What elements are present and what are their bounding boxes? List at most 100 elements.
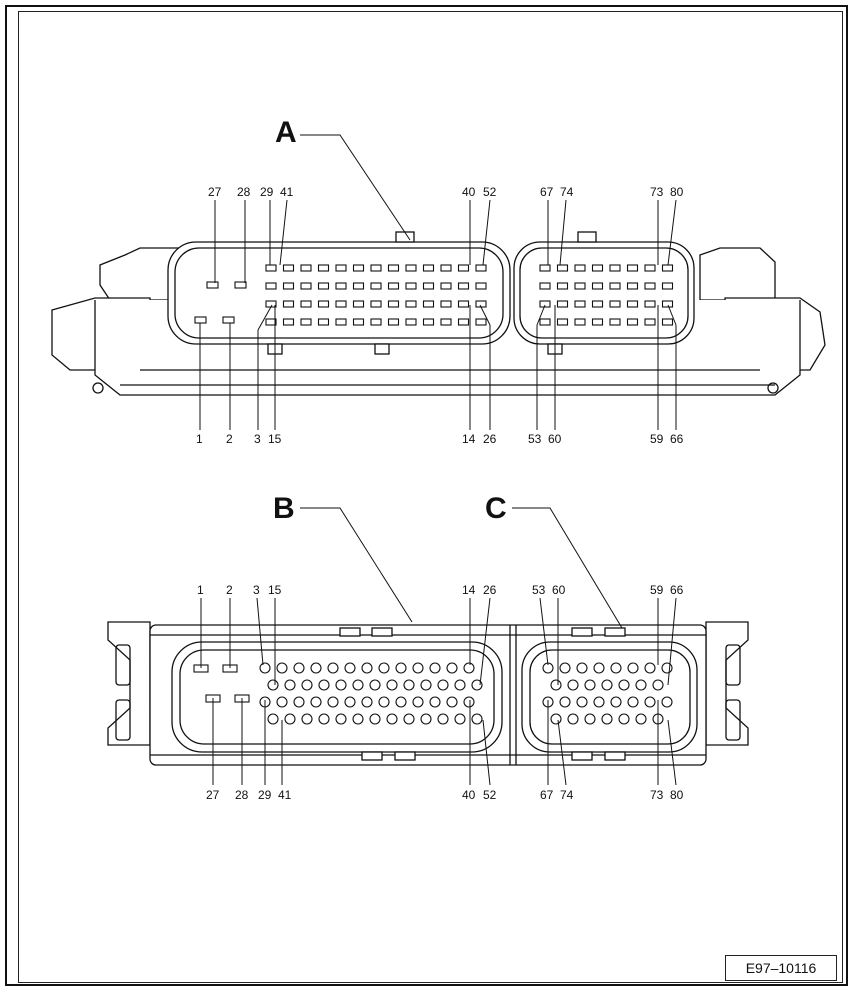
pin-cavity bbox=[644, 300, 656, 308]
label-c: C bbox=[485, 492, 507, 525]
pin-cavity bbox=[559, 662, 571, 674]
pin-cavity bbox=[437, 679, 449, 691]
pin-cavity bbox=[559, 696, 571, 708]
pin-label: 40 bbox=[462, 185, 476, 199]
pin-cavity bbox=[300, 318, 312, 326]
pin-cavity bbox=[352, 679, 364, 691]
pin-cavity bbox=[282, 300, 295, 308]
pin-cavity bbox=[574, 282, 586, 290]
pin-cavity bbox=[405, 318, 417, 326]
pin-label: 14 bbox=[462, 583, 476, 597]
pin-cavity bbox=[318, 713, 330, 725]
pin-label: 28 bbox=[237, 185, 251, 199]
pin-labels-view-a-top: 27 28 29 41 40 52 67 74 73 80 bbox=[208, 185, 684, 199]
pin-cavity bbox=[301, 679, 313, 691]
pin-cavity bbox=[591, 300, 604, 308]
pin-label: 29 bbox=[258, 788, 272, 802]
pin-cavity bbox=[556, 282, 569, 290]
pin-cavity bbox=[550, 679, 562, 691]
pin-cavity bbox=[437, 713, 449, 725]
pin-cavity bbox=[635, 713, 647, 725]
pin-cavity bbox=[567, 713, 579, 725]
pin-cavity bbox=[284, 679, 296, 691]
pin-cavity bbox=[584, 713, 596, 725]
pins-view-a bbox=[194, 264, 674, 326]
leaders-view-bc bbox=[200, 507, 677, 786]
pin-cavity bbox=[591, 264, 604, 272]
pin-cavity bbox=[327, 662, 339, 674]
pin-cavity bbox=[661, 696, 673, 708]
outer-frame bbox=[5, 5, 848, 986]
pin-label: 60 bbox=[552, 583, 566, 597]
figure-id-box: E97–10116 bbox=[725, 955, 837, 981]
pin-cavity bbox=[361, 696, 373, 708]
leaders-view-a bbox=[199, 134, 677, 430]
pin-label: 80 bbox=[670, 185, 684, 199]
pin-label: 74 bbox=[560, 185, 574, 199]
pin-label: 67 bbox=[540, 788, 554, 802]
pin-cavity bbox=[626, 264, 639, 272]
pin-cavity bbox=[661, 264, 674, 272]
pin-cavity bbox=[317, 282, 330, 290]
pin-cavity bbox=[593, 696, 605, 708]
pin-cavity bbox=[627, 696, 639, 708]
pin-label: 73 bbox=[650, 788, 664, 802]
pin-label: 27 bbox=[208, 185, 222, 199]
pin-cavity bbox=[194, 316, 207, 324]
pin-cavity bbox=[457, 318, 470, 326]
pin-label: 40 bbox=[462, 788, 476, 802]
pin-cavity bbox=[627, 662, 639, 674]
pin-cavity bbox=[267, 713, 279, 725]
pin-cavity bbox=[644, 282, 656, 290]
pin-cavity bbox=[403, 679, 415, 691]
pin-cavity bbox=[335, 300, 347, 308]
pin-cavity bbox=[475, 282, 487, 290]
pin-cavity bbox=[475, 318, 487, 326]
pin-label: 41 bbox=[278, 788, 292, 802]
pin-cavity bbox=[440, 318, 452, 326]
pin-cavity bbox=[556, 264, 569, 272]
pin-cavity bbox=[539, 300, 551, 308]
pin-cavity bbox=[403, 713, 415, 725]
pin-cavity bbox=[440, 300, 452, 308]
pin-cavity bbox=[539, 282, 551, 290]
pin-cavity bbox=[539, 264, 551, 272]
pin-cavity bbox=[352, 318, 365, 326]
pin-cavity bbox=[422, 264, 435, 272]
pin-cavity bbox=[361, 662, 373, 674]
pin-label: 14 bbox=[462, 432, 476, 446]
pin-label: 2 bbox=[226, 583, 233, 597]
pin-cavity bbox=[446, 662, 458, 674]
pin-cavity bbox=[405, 300, 417, 308]
pin-label: 26 bbox=[483, 583, 497, 597]
pin-label: 29 bbox=[260, 185, 274, 199]
pin-label: 74 bbox=[560, 788, 574, 802]
pin-cavity bbox=[618, 679, 630, 691]
pin-cavity bbox=[370, 300, 382, 308]
pin-cavity bbox=[405, 282, 417, 290]
pin-cavity bbox=[556, 318, 569, 326]
pin-cavity bbox=[378, 662, 390, 674]
pin-cavity bbox=[576, 696, 588, 708]
pin-cavity bbox=[405, 264, 417, 272]
pin-cavity bbox=[276, 696, 288, 708]
pin-cavity bbox=[429, 696, 441, 708]
pin-cavity bbox=[626, 300, 639, 308]
pin-cavity bbox=[591, 318, 604, 326]
pin-labels-view-a-bottom: 1 2 3 15 14 26 53 60 59 66 bbox=[196, 432, 684, 446]
pin-label: 60 bbox=[548, 432, 562, 446]
pin-cavity bbox=[310, 662, 322, 674]
pin-cavity bbox=[463, 662, 475, 674]
pin-label: 27 bbox=[206, 788, 220, 802]
pin-cavity bbox=[412, 662, 424, 674]
pin-label: 80 bbox=[670, 788, 684, 802]
pin-cavity bbox=[626, 318, 639, 326]
pin-cavity bbox=[601, 713, 613, 725]
pin-label: 59 bbox=[650, 432, 664, 446]
pin-label: 1 bbox=[197, 583, 204, 597]
pin-labels-view-b-top: 1 2 3 15 14 26 bbox=[197, 583, 497, 597]
pin-cavity bbox=[386, 713, 398, 725]
pin-cavity bbox=[584, 679, 596, 691]
view-bc bbox=[107, 621, 749, 766]
pin-label: 15 bbox=[268, 432, 282, 446]
